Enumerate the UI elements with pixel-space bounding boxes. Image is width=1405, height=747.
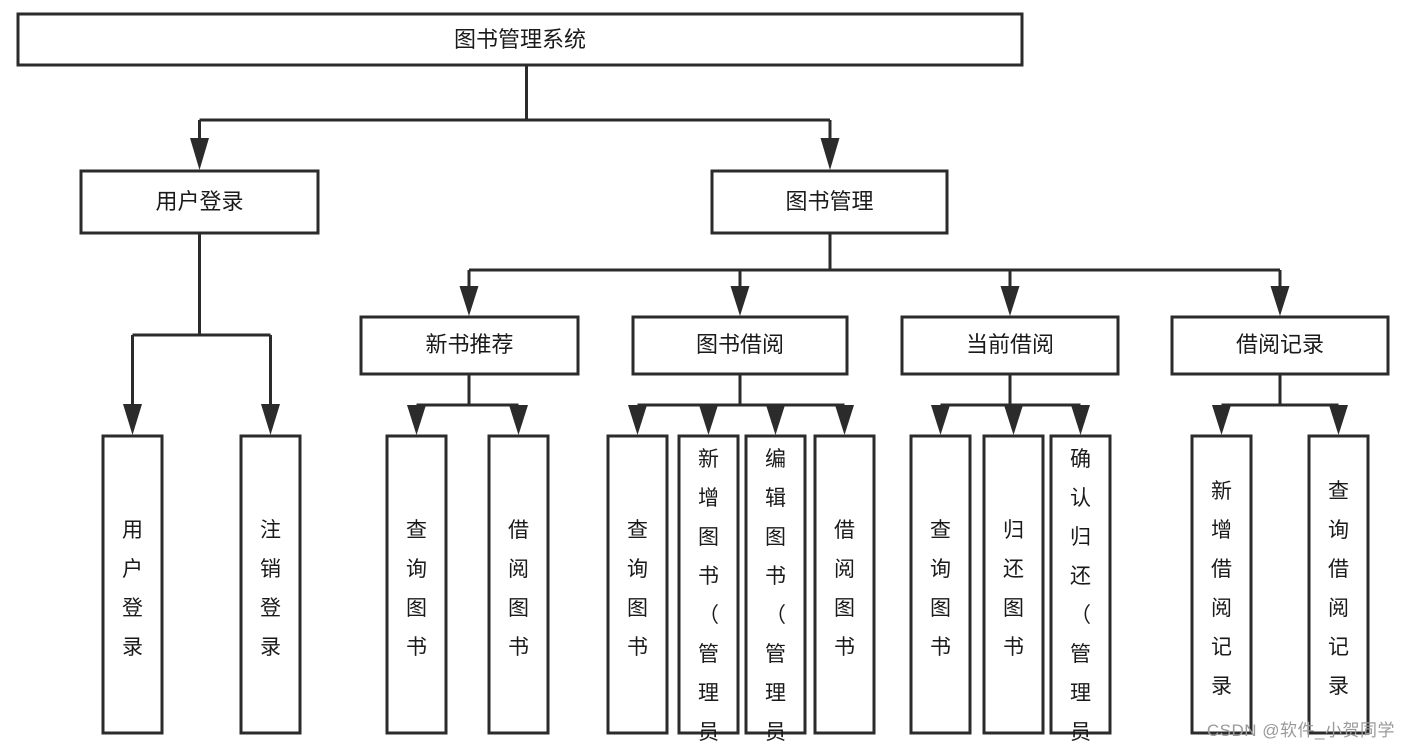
leaf-node-label: 查询图书 (930, 519, 951, 659)
leaf-node-label: 借阅图书 (834, 519, 855, 659)
leaf-node-box[interactable] (1307, 434, 1370, 735)
leaf-node[interactable]: 用户登录 (101, 434, 164, 735)
node-user-login-box[interactable] (79, 169, 320, 235)
leaf-node-layer: 用户登录 注销登录 查询图书 借阅图书 查询图书 新增图书（管理员） 编辑图书（管理员） 借阅… (101, 434, 1370, 747)
leaf-node-label: 新增借阅记录 (1211, 480, 1232, 698)
arrow-head-leaf-add-book (699, 405, 718, 435)
leaf-node-box[interactable] (744, 434, 807, 735)
leaf-node-box[interactable] (813, 434, 876, 735)
connector-group-book-borrow (628, 374, 854, 435)
leaf-node[interactable]: 借阅图书 (813, 434, 876, 735)
arrow-head-leaf-user-login (123, 404, 142, 435)
leaf-node-box[interactable] (239, 434, 302, 735)
node-root-box[interactable] (16, 12, 1024, 67)
arrow-head-book-borrow (730, 286, 750, 316)
leaf-node-label: 确认归还（管理员） (1070, 448, 1091, 747)
leaf-node-box[interactable] (1190, 434, 1253, 735)
arrow-head-leaf-query-book-1 (407, 405, 426, 435)
leaf-node-label: 新增图书（管理员） (698, 448, 719, 747)
node-root-label: 图书管理系统 (454, 27, 586, 52)
arrow-head-leaf-query-book-3 (931, 405, 950, 435)
node-book-borrow[interactable]: 图书借阅 (631, 315, 849, 376)
arrow-head-leaf-confirm-return (1071, 405, 1090, 435)
arrow-head-new-book-rec (459, 286, 479, 316)
node-user-login-label: 用户登录 (155, 189, 243, 214)
connector-group-root (190, 65, 840, 170)
leaf-node[interactable]: 新增借阅记录 (1190, 434, 1253, 735)
arrow-head-book-manage (820, 138, 840, 170)
node-current-borrow[interactable]: 当前借阅 (900, 315, 1120, 376)
leaf-node-box[interactable] (909, 434, 972, 735)
leaf-node[interactable]: 查询借阅记录 (1307, 434, 1370, 735)
leaf-node-box[interactable] (606, 434, 669, 735)
node-root[interactable]: 图书管理系统 (16, 12, 1024, 67)
leaf-node-label: 用户登录 (122, 519, 143, 659)
node-current-borrow-label: 当前借阅 (966, 332, 1054, 357)
leaf-node-box[interactable] (1049, 434, 1112, 735)
leaf-node[interactable]: 归还图书 (982, 434, 1045, 735)
leaf-node[interactable]: 注销登录 (239, 434, 302, 735)
arrow-head-leaf-borrow-book-2 (835, 405, 854, 435)
leaf-node[interactable]: 新增图书（管理员） (677, 434, 740, 747)
node-current-borrow-box[interactable] (900, 315, 1120, 376)
node-new-book-rec-label: 新书推荐 (425, 332, 513, 357)
leaf-node[interactable]: 查询图书 (385, 434, 448, 735)
leaf-node-box[interactable] (101, 434, 164, 735)
leaf-node[interactable]: 编辑图书（管理员） (744, 434, 807, 747)
leaf-node-box[interactable] (982, 434, 1045, 735)
node-new-book-rec[interactable]: 新书推荐 (359, 315, 580, 376)
node-borrow-record[interactable]: 借阅记录 (1170, 315, 1390, 376)
bracket-glyph: （ (765, 604, 786, 627)
arrow-head-current-borrow (1000, 286, 1020, 316)
arrow-head-leaf-query-book-2 (628, 405, 647, 435)
arrow-head-leaf-add-record (1212, 405, 1231, 435)
leaf-node-box[interactable] (677, 434, 740, 735)
leaf-node-box[interactable] (487, 434, 550, 735)
leaf-node-label: 借阅图书 (508, 519, 529, 659)
node-user-login[interactable]: 用户登录 (79, 169, 320, 235)
node-borrow-record-box[interactable] (1170, 315, 1390, 376)
leaf-node-label: 查询借阅记录 (1328, 480, 1349, 698)
leaf-node-label: 编辑图书（管理员） (765, 448, 786, 747)
arrow-head-leaf-borrow-book-1 (509, 405, 528, 435)
arrow-head-leaf-return-book (1004, 405, 1023, 435)
arrow-head-user-login (190, 138, 209, 170)
leaf-node-label: 归还图书 (1003, 519, 1024, 659)
node-borrow-record-label: 借阅记录 (1236, 332, 1324, 357)
leaf-node-label: 查询图书 (406, 519, 427, 659)
arrow-head-leaf-query-record (1329, 405, 1348, 435)
node-book-borrow-box[interactable] (631, 315, 849, 376)
node-book-manage-box[interactable] (710, 169, 949, 235)
leaf-node-label: 查询图书 (627, 519, 648, 659)
leaf-node[interactable]: 查询图书 (606, 434, 669, 735)
arrow-head-borrow-record (1270, 286, 1290, 316)
bracket-glyph: （ (698, 604, 719, 627)
connector-group-new-book-rec (407, 374, 528, 435)
arrow-head-leaf-logout (261, 404, 280, 435)
leaf-node[interactable]: 查询图书 (909, 434, 972, 735)
bracket-glyph: （ (1070, 604, 1091, 627)
arrow-head-leaf-edit-book (766, 405, 785, 435)
leaf-node[interactable]: 借阅图书 (487, 434, 550, 735)
leaf-node[interactable]: 确认归还（管理员） (1049, 434, 1112, 747)
leaf-node-box[interactable] (385, 434, 448, 735)
connector-group-user-login (123, 233, 280, 435)
node-book-borrow-label: 图书借阅 (696, 332, 784, 357)
node-book-manage[interactable]: 图书管理 (710, 169, 949, 235)
connector-group-current-borrow (931, 374, 1090, 435)
watermark-label: CSDN @软件_小贺同学 (1206, 721, 1395, 740)
connector-group-borrow-record (1212, 374, 1348, 435)
leaf-node-label: 注销登录 (260, 519, 281, 659)
connector-group-book-manage (459, 233, 1290, 316)
node-new-book-rec-box[interactable] (359, 315, 580, 376)
node-book-manage-label: 图书管理 (785, 189, 873, 214)
